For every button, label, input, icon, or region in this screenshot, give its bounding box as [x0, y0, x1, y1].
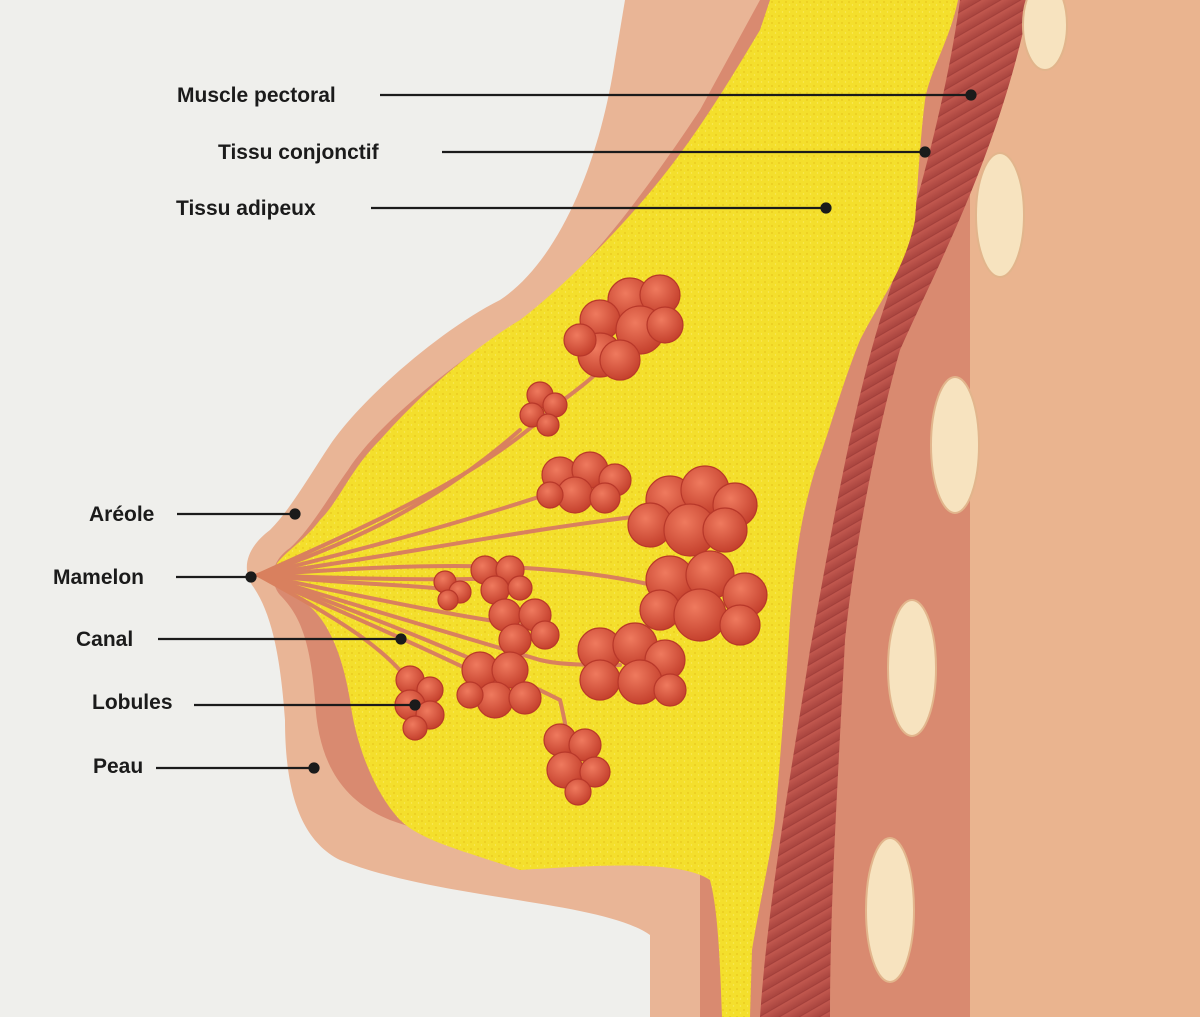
leader-lines: [156, 89, 977, 774]
lobule-cluster-10: [456, 651, 542, 719]
lobule-cluster-7: [470, 555, 533, 605]
rib-4: [887, 599, 937, 737]
lobule-cluster-12: [543, 723, 611, 806]
label-tissu-adipeux: Tissu adipeux: [176, 197, 316, 220]
label-areole: Aréole: [89, 503, 155, 526]
label-canal: Canal: [76, 628, 134, 651]
label-mamelon: Mamelon: [53, 566, 145, 589]
rib-5: [865, 837, 915, 983]
rib-3: [930, 376, 980, 514]
lobule-cluster-9: [577, 622, 687, 707]
lobule-cluster-2: [519, 381, 568, 437]
leader-lobules: [194, 699, 421, 711]
label-muscle-pectoral: Muscle pectoral: [177, 84, 336, 107]
label-peau: Peau: [93, 755, 144, 778]
lobule-cluster-8: [488, 598, 560, 657]
leader-canal: [158, 633, 407, 645]
ribs: [865, 0, 1068, 983]
rib-1: [1022, 0, 1068, 71]
lobules: [394, 274, 768, 806]
label-tissu-conjonctif: Tissu conjonctif: [218, 141, 379, 164]
leader-muscle-pectoral: [380, 89, 977, 101]
leader-areole: [177, 508, 301, 520]
lobule-cluster-6: [433, 570, 472, 611]
lobule-cluster-3: [536, 451, 632, 514]
lobule-cluster-4: [627, 465, 758, 557]
leader-tissu-conjonctif: [442, 146, 931, 158]
pectoral-muscle: [760, 0, 1030, 1017]
leader-tissu-adipeux: [371, 202, 832, 214]
lobule-cluster-1: [563, 274, 684, 381]
leader-peau: [156, 762, 320, 774]
label-lobules: Lobules: [92, 691, 173, 714]
lobule-cluster-5: [639, 550, 768, 646]
leader-mamelon: [176, 571, 257, 583]
rib-2: [975, 152, 1025, 278]
